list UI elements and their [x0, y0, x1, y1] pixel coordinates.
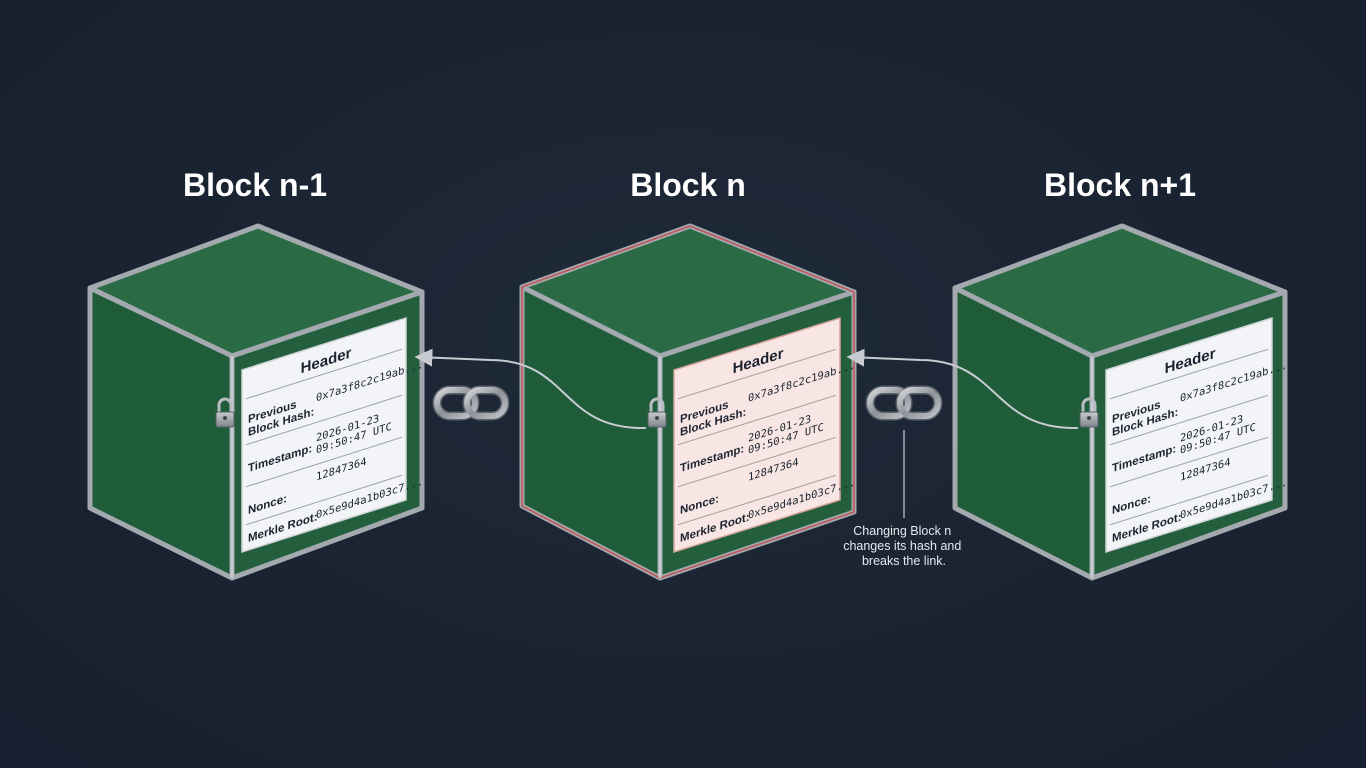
panel-divider: [246, 474, 402, 526]
panel-divider: [246, 348, 402, 400]
note-line: breaks the link.: [862, 554, 946, 568]
header-panel-bg: [673, 316, 841, 554]
panel-divider: [1110, 394, 1268, 446]
block-next: Block n+1 Header Previous Block Hash: 0x…: [952, 167, 1288, 581]
chain-link-icon: [432, 385, 510, 421]
padlock-icon: [215, 397, 235, 428]
header-panel-bg: [1105, 316, 1273, 554]
block-title: Block n-1: [183, 167, 327, 203]
block-current: Block n Header Previous Block Hash: 0x7: [519, 167, 857, 581]
panel-divider: [246, 436, 402, 488]
block-title: Block n+1: [1044, 167, 1196, 203]
link-arrow-next-to-current: [846, 348, 1079, 430]
panel-divider: [678, 348, 836, 400]
header-panel: Header Previous Block Hash: 0x7a3f8c2c19…: [1105, 316, 1287, 554]
header-panel: Header Previous Block Hash: 0x7a3f8c2c19…: [673, 316, 855, 554]
panel-divider: [678, 474, 836, 526]
panel-divider: [678, 394, 836, 446]
note-text: Changing Block n changes its hash and br…: [843, 524, 965, 568]
panel-divider: [678, 436, 836, 488]
panel-divider: [1110, 348, 1268, 400]
header-panel-bg: [241, 316, 407, 554]
panel-divider: [246, 394, 402, 446]
panel-divider: [1110, 436, 1268, 488]
block-prev: Block n-1 Header Previous Block Hash:: [87, 167, 425, 581]
padlock-icon: [1079, 397, 1099, 428]
panel-divider: [1110, 474, 1268, 526]
padlock-icon: [647, 397, 667, 428]
highlight-outline: [521, 225, 855, 579]
note-line: Changing Block n: [853, 524, 951, 538]
note-line: changes its hash and: [843, 539, 961, 553]
block-title: Block n: [630, 167, 746, 203]
link-arrow-current-to-prev: [414, 348, 647, 430]
chain-link-icon: [865, 385, 943, 421]
